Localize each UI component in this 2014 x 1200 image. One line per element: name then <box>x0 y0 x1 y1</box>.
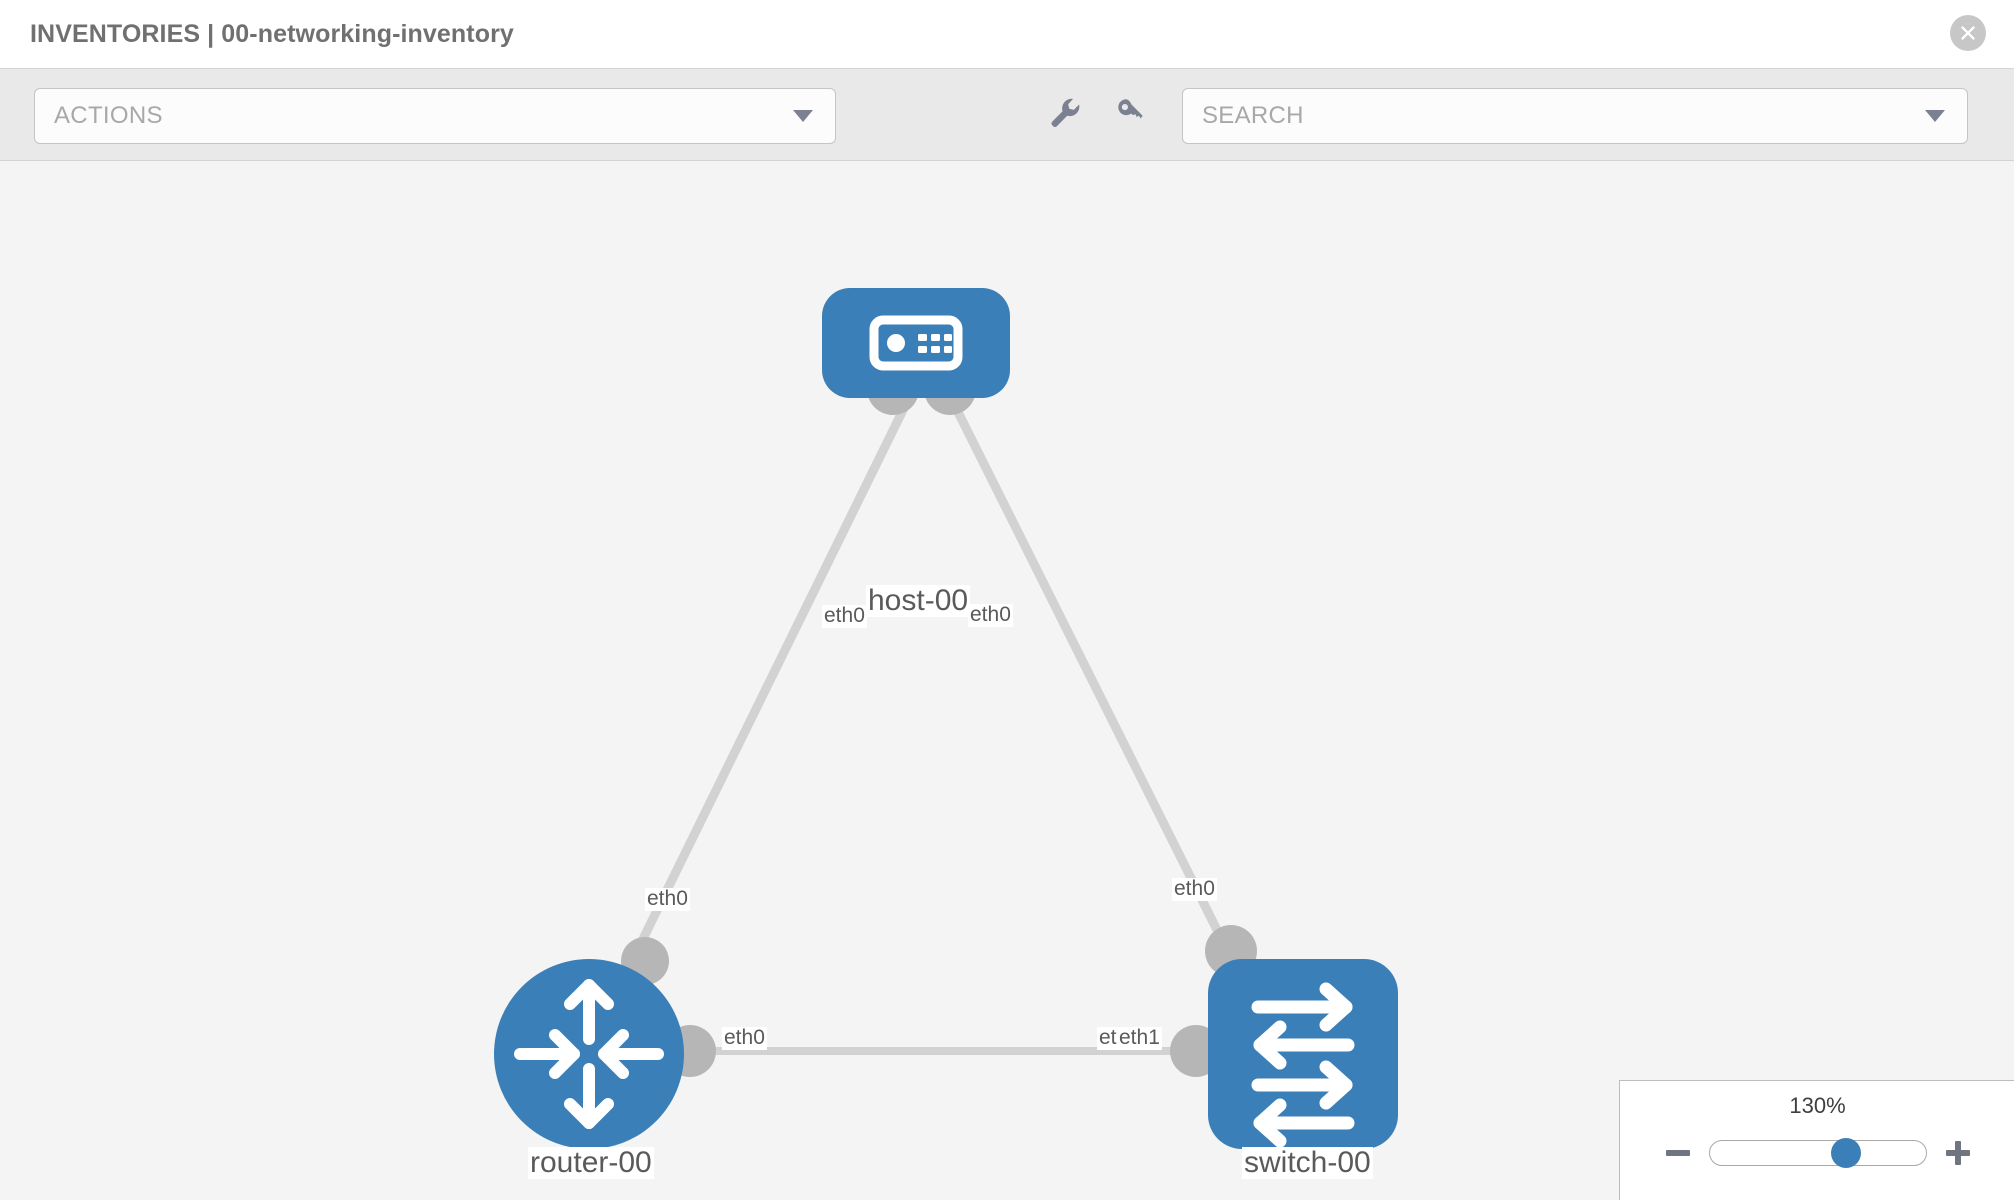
zoom-out-button[interactable] <box>1661 1136 1695 1170</box>
node-label-host: host-00 <box>866 584 971 618</box>
zoom-level-label: 130% <box>1789 1093 1846 1118</box>
node-label-switch: switch-00 <box>1242 1146 1373 1180</box>
close-icon[interactable] <box>1950 15 1986 51</box>
topology-canvas[interactable]: eth0 host-00 eth0 eth0 eth0 eth0 eth eth… <box>0 161 2014 1200</box>
link-host-router <box>605 401 910 1011</box>
zoom-in-button[interactable] <box>1941 1136 1975 1170</box>
link-host-switch <box>950 401 1260 1011</box>
search-input[interactable] <box>1202 102 1882 130</box>
node-label-router: router-00 <box>528 1146 654 1180</box>
iface-label: eth0 <box>645 887 690 911</box>
iface-label: eth0 <box>822 604 867 628</box>
chevron-down-icon[interactable] <box>1925 110 1945 122</box>
search-field[interactable] <box>1182 88 1968 144</box>
zoom-slider-thumb[interactable] <box>1830 1138 1861 1168</box>
node-router-00[interactable] <box>494 959 684 1149</box>
iface-label: eth0 <box>968 603 1013 627</box>
actions-dropdown[interactable]: ACTIONS <box>34 88 836 144</box>
wrench-icon[interactable] <box>1048 95 1082 134</box>
chevron-down-icon <box>793 110 813 122</box>
topology-links <box>605 401 1260 1055</box>
zoom-control-panel: 130% <box>1619 1080 2014 1200</box>
node-host-00[interactable] <box>822 288 1010 398</box>
page-header: INVENTORIES | 00-networking-inventory <box>0 0 2014 68</box>
server-icon <box>869 315 963 371</box>
zoom-slider-row <box>1620 1131 2014 1175</box>
iface-label: eth1 <box>1117 1026 1162 1050</box>
page-title: INVENTORIES | 00-networking-inventory <box>30 19 514 48</box>
iface-label: eth0 <box>722 1026 767 1050</box>
zoom-slider-track[interactable] <box>1708 1138 1927 1168</box>
topology-graph <box>494 288 1398 1149</box>
switch-arrows-icon <box>1251 982 1355 1148</box>
iface-label: eth0 <box>1172 877 1217 901</box>
toolbar: ACTIONS <box>0 68 2014 161</box>
router-arrows-icon <box>514 979 664 1129</box>
topology-endpoints <box>621 363 1257 1077</box>
node-switch-00[interactable] <box>1208 959 1398 1149</box>
key-icon[interactable] <box>1113 95 1147 134</box>
actions-dropdown-label: ACTIONS <box>54 102 163 129</box>
